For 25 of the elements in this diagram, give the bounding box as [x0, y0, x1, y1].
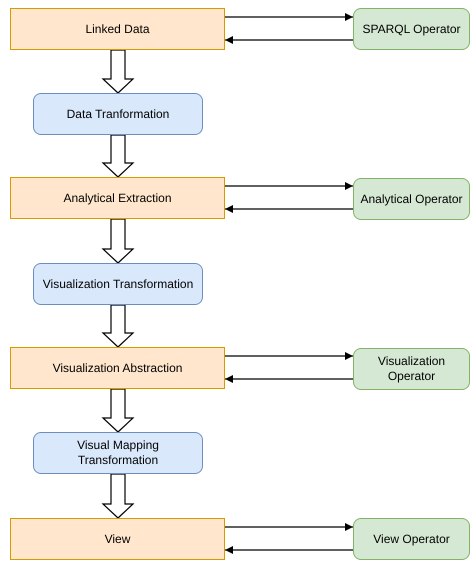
block-arrow [101, 388, 135, 433]
transformation-box: Visual Mapping Transformation [33, 432, 203, 474]
process-box: View [10, 518, 225, 560]
process-box: Analytical Extraction [10, 177, 225, 219]
arrow [225, 352, 353, 360]
block-arrow [101, 473, 135, 519]
operator-box: SPARQL Operator [353, 8, 470, 50]
arrow [225, 205, 353, 213]
operator-box: Analytical Operator [353, 178, 470, 220]
block-arrow [101, 49, 135, 94]
block-arrow [101, 304, 135, 348]
arrow [225, 36, 353, 44]
process-box: Visualization Abstraction [10, 347, 225, 389]
arrow [225, 13, 353, 21]
transformation-box: Visualization Transformation [33, 263, 203, 305]
arrow [225, 523, 353, 531]
operator-box: Visualization Operator [353, 348, 470, 390]
process-box: Linked Data [10, 8, 225, 50]
block-arrow [101, 134, 135, 178]
arrow [225, 375, 353, 383]
block-arrow [101, 218, 135, 264]
arrow [225, 546, 353, 554]
arrow [225, 182, 353, 190]
transformation-box: Data Tranformation [33, 93, 203, 135]
operator-box: View Operator [353, 518, 470, 560]
